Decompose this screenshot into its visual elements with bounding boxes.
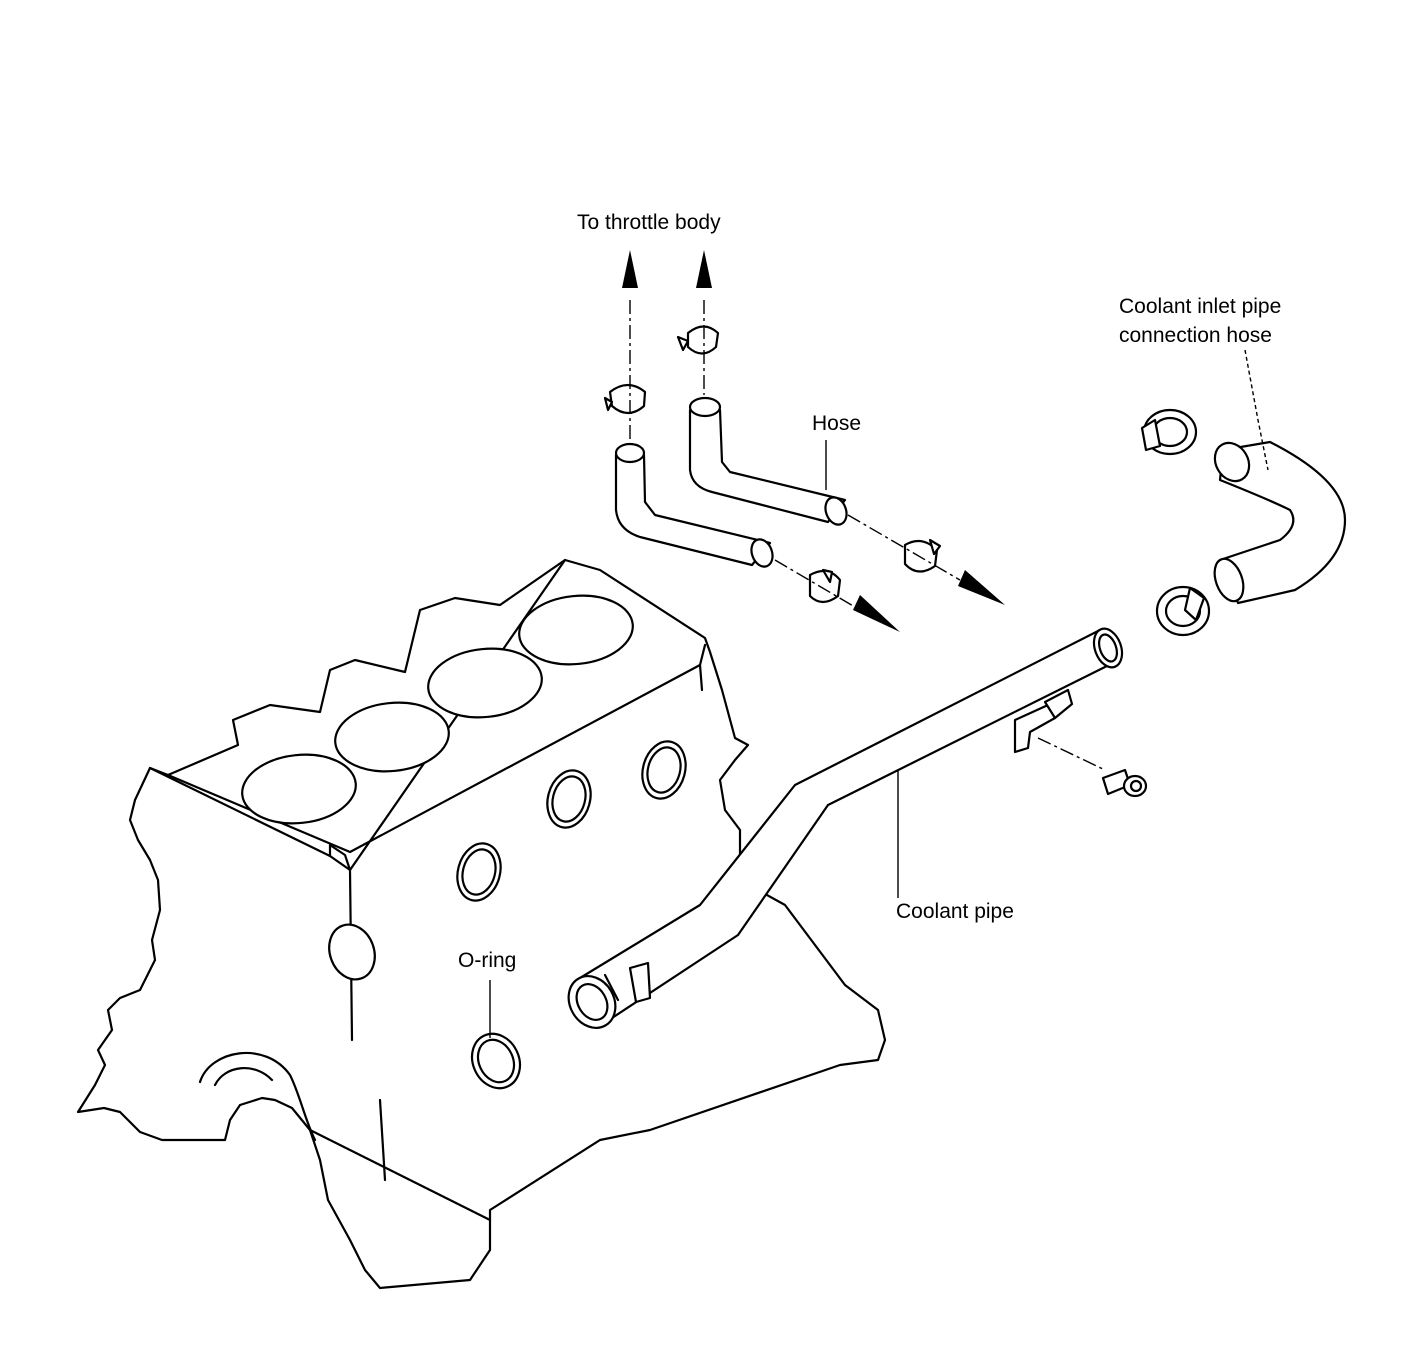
left-hose — [614, 442, 774, 568]
inlet-hose-lower-clamp — [1155, 585, 1211, 637]
crank-bearing-arch — [198, 1051, 317, 1142]
right-hose — [688, 396, 848, 526]
deck-surface-edge — [148, 558, 567, 777]
bolt — [1037, 737, 1148, 798]
engine-block-outline — [76, 558, 887, 1290]
left-hose-lower-clamp — [808, 568, 842, 604]
coolant-pipe — [567, 627, 1124, 1029]
left-throttle-arrow — [622, 250, 638, 288]
cylinder-bore-4 — [518, 594, 634, 666]
coolant-inlet-label-line-2: connection hose — [1119, 324, 1272, 347]
block-port-4 — [328, 923, 376, 981]
cylinder-bore-1 — [241, 753, 357, 825]
o-ring-label: O-ring — [458, 949, 517, 972]
coolant-inlet-label-line-1: Coolant inlet pipe — [1119, 295, 1282, 318]
cylinder-bore-3 — [427, 647, 543, 719]
coolant-pipe-bracket — [1013, 703, 1057, 754]
left-hose-upper-clamp — [603, 383, 647, 415]
coolant-pipe-front-end — [567, 975, 617, 1029]
right-hose-lower-clamp — [903, 538, 942, 573]
right-hose-upper-clamp — [676, 325, 720, 355]
inlet-hose-leader — [1244, 349, 1269, 471]
right-throttle-arrow — [696, 250, 712, 288]
to-throttle-body-label: To throttle body — [577, 211, 721, 234]
coolant-inlet-connection-hose — [1213, 349, 1347, 605]
coolant-inlet-pipe-connection-hose-label: Coolant inlet pipe connection hose — [1119, 292, 1281, 350]
engine-block — [76, 558, 887, 1290]
o-ring — [470, 980, 522, 1090]
inlet-hose-upper-clamp — [1140, 408, 1198, 456]
hose-label: Hose — [812, 412, 862, 435]
coolant-pipe-label: Coolant pipe — [896, 900, 1014, 923]
cylinder-bore-2 — [334, 701, 450, 773]
